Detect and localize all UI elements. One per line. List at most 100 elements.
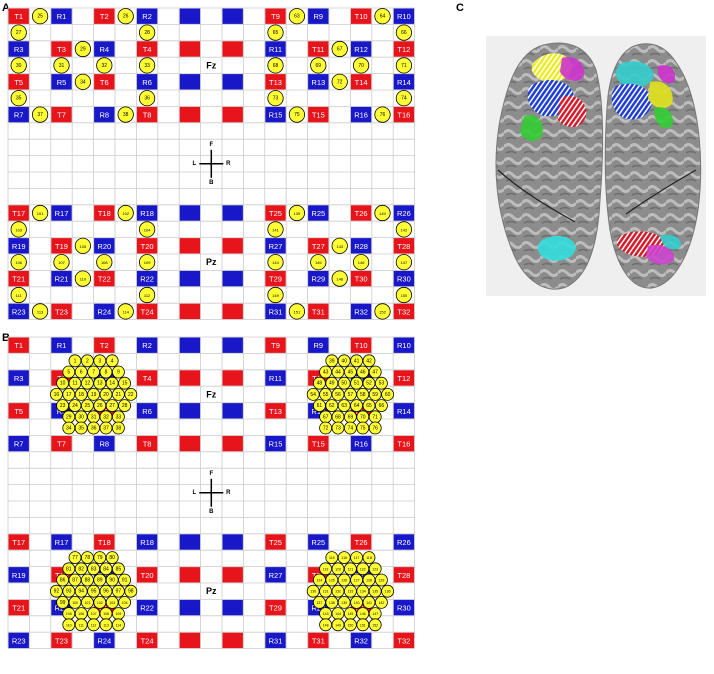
channel-circle: 67 <box>331 40 348 58</box>
channel-circle-shape <box>81 596 94 609</box>
electrode-unlabeled <box>179 632 201 649</box>
electrode-t2: T2 <box>94 8 115 24</box>
electrode-label: R3 <box>14 374 24 383</box>
channel-circle: 145 <box>343 607 357 620</box>
channel-number: 45 <box>348 370 354 376</box>
channel-number: 145 <box>315 260 322 265</box>
electrode-t26: T26 <box>350 205 372 221</box>
channel-circle: 108 <box>96 254 113 271</box>
channel-circle-shape <box>395 90 413 107</box>
yellow-region-right <box>648 81 673 109</box>
electrode-label: T24 <box>141 636 154 645</box>
electrode-square <box>393 8 415 24</box>
channel-number: 144 <box>335 612 341 616</box>
channel-circle: 132 <box>331 584 345 598</box>
channel-circle-shape <box>10 286 27 304</box>
channel-number: 150 <box>347 623 353 627</box>
channel-circle: 113 <box>99 618 113 632</box>
channel-circle-shape <box>395 24 413 41</box>
channel-circle-shape <box>395 221 413 238</box>
electrode-t12: T12 <box>393 41 415 57</box>
channel-number: 6 <box>80 370 83 376</box>
channel-circle-shape <box>87 618 100 632</box>
electrode-label: T21 <box>12 275 25 284</box>
channel-circle-shape <box>74 365 88 379</box>
channel-number: 11 <box>72 381 77 387</box>
channel-circle: 114 <box>112 618 125 632</box>
channel-circle: 99 <box>56 596 69 609</box>
channel-circle: 40 <box>337 354 351 368</box>
channel-circle-shape <box>112 387 125 401</box>
channel-number: 8 <box>105 370 108 376</box>
channel-number: 109 <box>115 612 121 616</box>
channel-circle: 102 <box>117 204 134 222</box>
electrode-square <box>179 238 201 254</box>
channel-circle-shape <box>68 354 82 368</box>
channel-circle-shape <box>288 106 306 123</box>
channel-number: 50 <box>341 381 347 387</box>
electrode-label: R25 <box>311 538 325 547</box>
electrode-label: T1 <box>14 341 23 350</box>
electrode-label: R18 <box>140 209 154 218</box>
channel-circle-shape <box>56 596 69 609</box>
electrode-square <box>8 599 29 616</box>
electrode-square <box>350 435 372 452</box>
channel-circle: 107 <box>87 607 100 620</box>
electrode-square <box>179 41 201 57</box>
panel-letter-b: B <box>2 332 10 344</box>
fz-label: Fz <box>206 60 216 70</box>
channel-circle-shape <box>288 204 306 222</box>
electrode-t19: T19 <box>51 238 72 254</box>
channel-circle: 108 <box>99 607 113 620</box>
channel-number: 76 <box>380 112 386 118</box>
channel-circle: 139 <box>337 596 351 609</box>
electrode-r10: R10 <box>393 337 415 353</box>
channel-number: 28 <box>122 403 128 409</box>
channel-number: 126 <box>341 579 347 583</box>
channel-circle: 101 <box>31 204 49 222</box>
electrode-r16: R16 <box>350 435 372 452</box>
channel-number: 23 <box>60 403 66 409</box>
channel-circle: 117 <box>350 551 364 564</box>
channel-number: 152 <box>379 309 386 314</box>
channel-number: 35 <box>16 96 22 102</box>
electrode-r7: R7 <box>8 435 29 452</box>
electrode-label: R10 <box>397 341 411 350</box>
channel-circle-shape <box>325 551 339 564</box>
electrode-square <box>179 599 201 616</box>
channel-circle: 49 <box>325 376 339 390</box>
electrode-r10: R10 <box>393 8 415 24</box>
channel-circle: 115 <box>325 551 339 564</box>
channel-circle-shape <box>74 618 88 632</box>
magenta-region-left <box>560 56 585 81</box>
channel-number: 142 <box>401 227 408 232</box>
channel-circle: 28 <box>138 24 156 41</box>
electrode-r1: R1 <box>51 337 72 353</box>
electrode-label: T25 <box>269 538 282 547</box>
channel-circle: 66 <box>395 24 413 41</box>
channel-circle: 85 <box>112 562 125 576</box>
channel-number: 76 <box>372 426 378 432</box>
channel-number: 117 <box>354 556 360 560</box>
channel-circle: 137 <box>312 596 326 609</box>
channel-circle: 6 <box>74 365 88 379</box>
channel-number: 144 <box>272 260 279 265</box>
channel-circle-shape <box>10 254 27 271</box>
channel-number: 43 <box>323 370 329 376</box>
channel-circle-shape <box>310 254 327 271</box>
channel-circle-shape <box>374 376 388 390</box>
channel-circle-shape <box>267 90 284 107</box>
channel-circle: 131 <box>319 584 333 598</box>
channel-circle: 27 <box>105 399 119 413</box>
channel-circle-shape <box>99 387 113 401</box>
channel-circle: 39 <box>325 354 339 368</box>
channel-number: 101 <box>37 211 44 216</box>
electrode-square <box>94 106 115 123</box>
channel-number: 48 <box>317 381 323 387</box>
electrode-label: R22 <box>140 604 154 613</box>
electrode-square <box>136 435 158 452</box>
channel-circle: 100 <box>68 596 82 609</box>
channel-circle: 140 <box>374 204 391 222</box>
channel-number: 140 <box>354 601 360 605</box>
channel-circle: 29 <box>74 40 92 58</box>
